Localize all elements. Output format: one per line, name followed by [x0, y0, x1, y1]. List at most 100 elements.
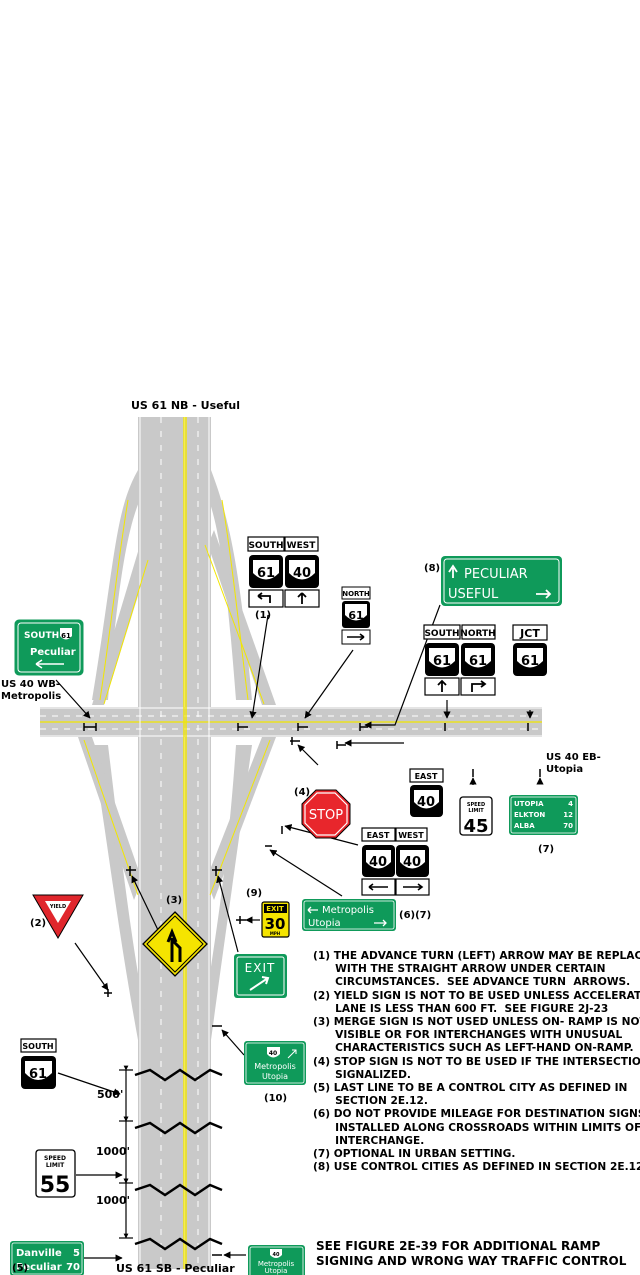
sign-assembly-south-north-61: SOUTH NORTH 61 61 [423, 624, 496, 696]
svg-text:61: 61 [521, 654, 539, 669]
guide-useful: USEFUL [448, 587, 499, 602]
svg-text:WEST: WEST [398, 831, 424, 840]
svg-text:40: 40 [403, 855, 421, 870]
callout-9: (9) [246, 888, 263, 899]
sign-assembly-south-61-lower: SOUTH 61 [20, 1038, 57, 1089]
note-line: INSTALLED ALONG CROSSROADS WITHIN LIMITS… [313, 1121, 640, 1134]
note-line: WITH THE STRAIGHT ARROW UNDER CERTAIN [313, 963, 606, 976]
svg-text:55: 55 [40, 1173, 71, 1198]
svg-text:61: 61 [433, 654, 451, 669]
dest7-city: UTOPIA [514, 800, 544, 808]
exit-gore-sign: EXIT [234, 954, 287, 998]
dimension-500: 500' [97, 1088, 124, 1101]
note-line: CIRCUMSTANCES. SEE ADVANCE TURN ARROWS. [313, 976, 631, 989]
svg-text:40: 40 [417, 795, 435, 810]
svg-text:EAST: EAST [415, 772, 438, 781]
route-shield-40: 40 [293, 566, 311, 581]
note-line: (4) STOP SIGN IS NOT TO BE USED IF THE I… [313, 1055, 640, 1068]
svg-text:Utopia: Utopia [308, 918, 341, 929]
callout-7: (7) [538, 844, 555, 855]
dest7-city: ALBA [514, 822, 535, 830]
advance-guide-sign: 40 Metropolis Utopia [248, 1245, 305, 1275]
svg-text:Utopia: Utopia [262, 1072, 288, 1081]
route-shield-61: 61 [257, 566, 275, 581]
merge-sign [142, 911, 208, 977]
svg-text:40: 40 [273, 1252, 280, 1258]
dimension-1000-b: 1000' [96, 1194, 130, 1207]
destination-sign-10: 40 Metropolis Utopia [244, 1041, 306, 1085]
road-label-top: US 61 NB - Useful [131, 399, 240, 412]
svg-text:SPEED: SPEED [467, 802, 485, 808]
callout-1: (1) [255, 610, 272, 621]
note-line: SECTION 2E.12. [313, 1095, 428, 1108]
speed-limit-55: SPEED LIMIT 55 [35, 1149, 76, 1198]
jct-label: JCT [519, 627, 540, 640]
dest5-miles: 5 [73, 1248, 80, 1259]
svg-text:EAST: EAST [367, 831, 390, 840]
cardinal-west: WEST [287, 541, 317, 551]
callout-5: (5) [12, 1263, 29, 1274]
guide-peculiar: PECULIAR [464, 567, 528, 582]
note-line: (3) MERGE SIGN IS NOT USED UNLESS ON- RA… [313, 1016, 640, 1029]
sign-posts [83, 723, 541, 1256]
road-label-bottom: US 61 SB - Peculiar [116, 1262, 235, 1275]
callout-10: (10) [264, 1093, 288, 1104]
dimension-1000-a: 1000' [96, 1145, 130, 1158]
dest7-miles: 12 [563, 811, 573, 819]
route-shield-61-north: 61 [348, 609, 363, 622]
yield-sign: YIELD [32, 894, 84, 939]
svg-text:40: 40 [369, 855, 387, 870]
svg-text:SOUTH: SOUTH [424, 629, 459, 639]
note-line: (1) THE ADVANCE TURN (LEFT) ARROW MAY BE… [313, 950, 640, 962]
callout-3: (3) [166, 895, 183, 906]
svg-text:45: 45 [463, 816, 488, 837]
note-line: (8) USE CONTROL CITIES AS DEFINED IN SEC… [313, 1161, 640, 1174]
road-label-east-2: Utopia [546, 764, 584, 775]
callout-4: (4) [294, 787, 311, 798]
note-line: (6) DO NOT PROVIDE MILEAGE FOR DESTINATI… [313, 1108, 640, 1121]
callout-2: (2) [30, 918, 47, 929]
svg-text:30: 30 [265, 915, 286, 933]
dimension-markers [119, 1065, 133, 1239]
dest5-city: Peculiar [16, 1262, 62, 1273]
svg-text:SPEED: SPEED [44, 1155, 66, 1162]
guide-sign-peculiar-label: Peculiar [30, 647, 76, 658]
road-label-west-1: US 40 WB- [1, 679, 61, 690]
svg-text:Metropolis: Metropolis [254, 1062, 296, 1071]
svg-text:YIELD: YIELD [49, 904, 66, 910]
left-flare-north [92, 470, 144, 700]
note-line: (2) YIELD SIGN IS NOT TO BE USED UNLESS … [313, 989, 640, 1002]
sign-assembly-east-40: EAST 40 [409, 768, 444, 817]
road-label-east-1: US 40 EB- [546, 752, 601, 763]
note-line: SIGNALIZED. [313, 1068, 411, 1081]
svg-text:EXIT: EXIT [245, 961, 276, 975]
sign-assembly-1: SOUTH WEST 61 40 [247, 536, 320, 608]
guide-sign-8: PECULIAR USEFUL [441, 556, 562, 606]
guide-sign-south-label: SOUTH [24, 631, 59, 641]
roadway [40, 417, 542, 1269]
svg-text:NORTH: NORTH [460, 629, 495, 639]
ramp-ne [208, 530, 276, 705]
speed-limit-45: SPEED LIMIT 45 [459, 796, 493, 837]
svg-text:LIMIT: LIMIT [46, 1162, 65, 1169]
svg-text:Utopia: Utopia [265, 1267, 288, 1275]
svg-text:Metropolis: Metropolis [258, 1260, 295, 1268]
dest7-miles: 4 [568, 800, 573, 808]
svg-text:Metropolis: Metropolis [322, 905, 374, 916]
note-line: CHARACTERISTICS SUCH AS LEFT-HAND ON-RAM… [313, 1042, 634, 1055]
note-line: INTERCHANGE. [313, 1134, 425, 1147]
exit-speed-sign: EXIT 30 MPH [261, 901, 290, 938]
stop-label: STOP [309, 808, 343, 823]
cardinal-south: SOUTH [248, 541, 283, 551]
svg-text:SOUTH: SOUTH [22, 1042, 53, 1051]
ramp-sw [78, 737, 142, 900]
callout-8: (8) [424, 563, 441, 574]
dest5-miles: 70 [66, 1262, 80, 1273]
road-label-west-2: Metropolis [1, 691, 62, 702]
guide-sign-south-61: SOUTH 61 Peculiar [14, 619, 84, 676]
footer-note: SEE FIGURE 2E-39 FOR ADDITIONAL RAMP SIG… [316, 1239, 627, 1268]
svg-text:61: 61 [29, 1067, 47, 1082]
